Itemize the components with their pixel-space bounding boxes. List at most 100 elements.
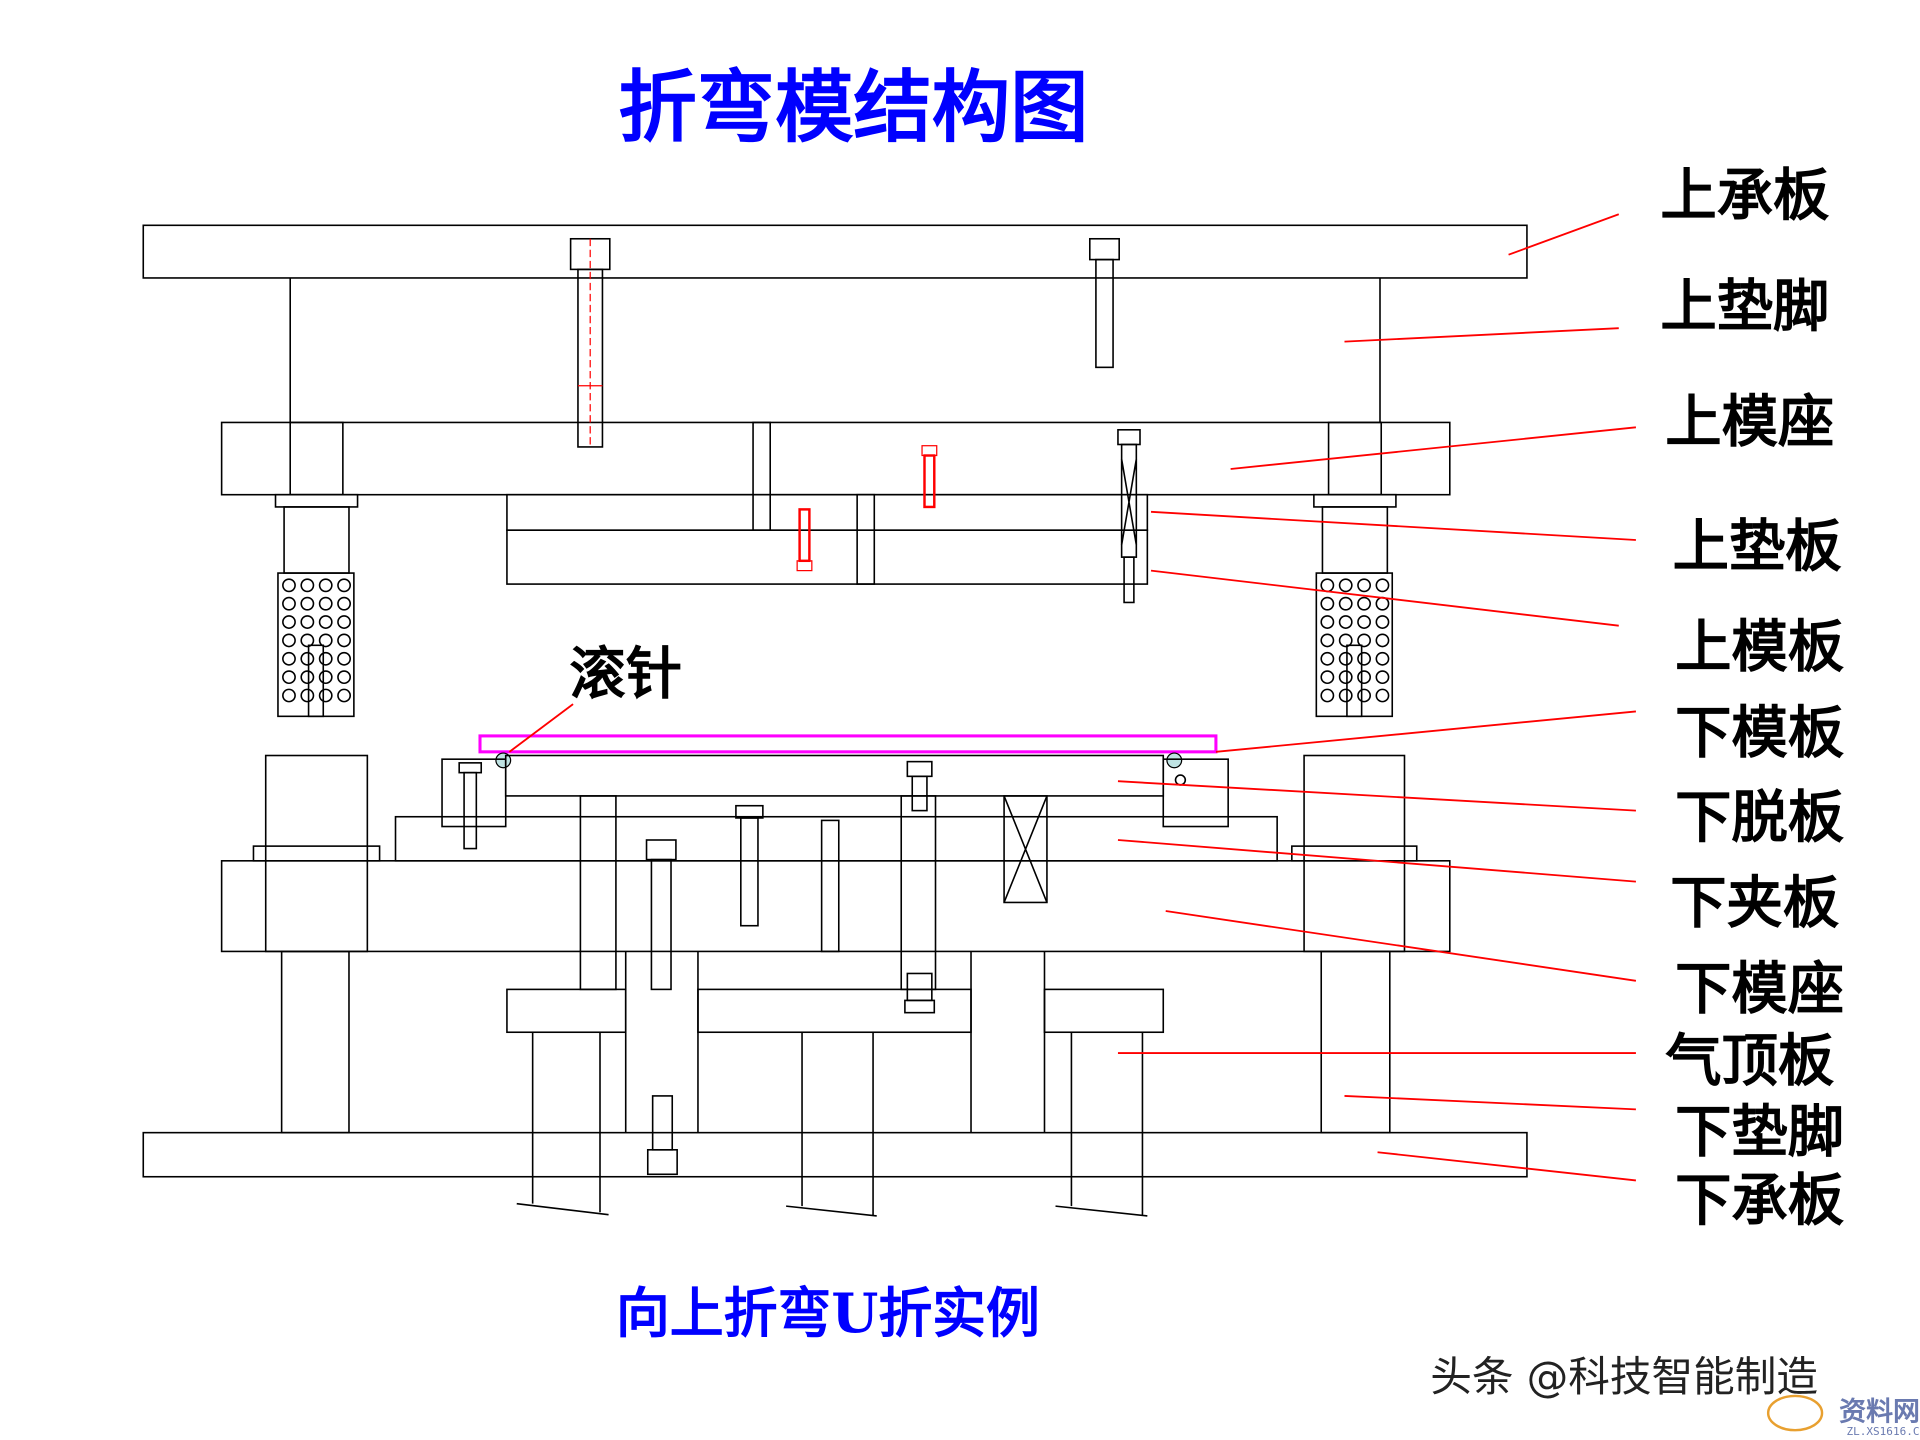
label-lower-clamp-plate: 下夹板 bbox=[1670, 870, 1840, 936]
lower-die bbox=[142, 734, 1528, 1217]
lower-bearing-plate bbox=[142, 1131, 1528, 1178]
cage-ball bbox=[1338, 596, 1353, 611]
cage-ball bbox=[282, 578, 296, 593]
cage-ball bbox=[300, 615, 315, 629]
diagram-caption: 向上折弯U折实例 bbox=[616, 1281, 1040, 1345]
label-upper-spacer: 上垫脚 bbox=[1660, 274, 1829, 340]
bolt-upper-right bbox=[1089, 237, 1120, 369]
upper-die-plate bbox=[506, 529, 1149, 585]
cage-ball bbox=[1320, 596, 1335, 611]
roller-block-right bbox=[1162, 758, 1229, 828]
cage-ball bbox=[337, 633, 351, 648]
spring-punch bbox=[1117, 429, 1141, 604]
lift-pin bbox=[579, 795, 617, 991]
cage-ball bbox=[1357, 615, 1371, 629]
gas-plate-right bbox=[1043, 988, 1165, 1034]
guide-post-left bbox=[274, 421, 359, 718]
upper-pad-plate bbox=[506, 493, 1149, 531]
cage-ball bbox=[300, 633, 315, 648]
cage-ball bbox=[282, 596, 296, 611]
roller-right bbox=[1166, 752, 1183, 769]
bolt-upper-long bbox=[569, 237, 611, 448]
bolt bbox=[906, 760, 933, 812]
cage-ball bbox=[337, 596, 351, 611]
lower-spacer-right bbox=[1320, 950, 1391, 1134]
roller-block-left bbox=[441, 758, 507, 828]
label-lower-stripper: 下脱板 bbox=[1675, 784, 1845, 850]
cage-ball bbox=[300, 596, 315, 611]
bolt bbox=[904, 972, 936, 1014]
cage-ball bbox=[318, 688, 333, 703]
gas-rods bbox=[516, 1032, 1148, 1217]
cage-ball bbox=[1338, 633, 1353, 648]
cage-ball bbox=[1375, 670, 1390, 685]
roller-left bbox=[495, 752, 512, 769]
pin bbox=[752, 421, 771, 531]
cage-ball bbox=[1338, 578, 1353, 593]
cage-ball bbox=[1357, 670, 1371, 685]
spring-block bbox=[1003, 795, 1048, 904]
cage-ball bbox=[318, 596, 333, 611]
upper-die bbox=[142, 224, 1528, 718]
cage-ball bbox=[318, 578, 333, 593]
label-lower-spacer: 下垫脚 bbox=[1675, 1099, 1844, 1165]
cage-ball bbox=[300, 670, 315, 685]
cage-ball bbox=[282, 615, 296, 629]
workpiece bbox=[478, 734, 1218, 754]
label-lower-die-plate: 下模板 bbox=[1675, 700, 1845, 766]
cage-ball bbox=[337, 670, 351, 685]
cage-ball bbox=[1357, 651, 1371, 666]
cage-ball bbox=[300, 578, 315, 593]
cage-ball bbox=[318, 670, 333, 685]
bolt bbox=[458, 762, 483, 850]
cage-ball bbox=[1338, 615, 1353, 629]
cage-ball bbox=[1375, 651, 1390, 666]
bolt bbox=[646, 1095, 678, 1176]
cage-ball bbox=[1375, 615, 1390, 629]
cage-ball bbox=[282, 633, 296, 648]
label-upper-bearing-plate: 上承板 bbox=[1660, 162, 1830, 228]
cage-ball bbox=[282, 670, 296, 685]
svg-text:资料网: 资料网 bbox=[1839, 1396, 1920, 1427]
cage-ball bbox=[1375, 578, 1390, 593]
cage-ball bbox=[300, 651, 315, 666]
cage-ball bbox=[1375, 596, 1390, 611]
label-lower-die-seat: 下模座 bbox=[1675, 956, 1844, 1022]
lower-spacer-left bbox=[280, 950, 350, 1134]
cage-ball bbox=[1320, 615, 1335, 629]
cage-ball bbox=[337, 651, 351, 666]
cage-ball bbox=[1320, 651, 1335, 666]
bolt bbox=[735, 804, 764, 927]
guide-post-right bbox=[1313, 421, 1397, 718]
diagram-title: 折弯模结构图 bbox=[618, 62, 1088, 154]
cage-ball bbox=[1320, 633, 1335, 648]
cage-ball bbox=[1375, 633, 1390, 648]
lower-clamp-plate bbox=[394, 815, 1278, 862]
cage-ball bbox=[1338, 651, 1353, 666]
cage-ball bbox=[337, 615, 351, 629]
gas-plate-middle bbox=[697, 988, 972, 1034]
cage-ball bbox=[1375, 688, 1390, 703]
label-upper-pad-plate: 上垫板 bbox=[1673, 514, 1843, 580]
cage-ball bbox=[318, 615, 333, 629]
cage-ball bbox=[1357, 596, 1371, 611]
lower-die-plate bbox=[504, 754, 1165, 797]
svg-text:ZL.XS1616.COM: ZL.XS1616.COM bbox=[1847, 1425, 1920, 1438]
upper-bearing-plate bbox=[142, 224, 1528, 279]
site-logo: 资料网 ZL.XS1616.COM bbox=[1766, 1394, 1920, 1438]
cage-ball bbox=[1320, 670, 1335, 685]
cage-ball bbox=[300, 688, 315, 703]
cage-ball bbox=[1320, 688, 1335, 703]
label-lower-bearing-plate: 下承板 bbox=[1675, 1168, 1845, 1234]
label-roller: 滚针 bbox=[569, 641, 682, 707]
label-upper-die-seat: 上模座 bbox=[1665, 389, 1834, 455]
guide-block-left bbox=[264, 754, 369, 953]
cage-ball bbox=[1338, 670, 1353, 685]
bolt-red-1 bbox=[921, 445, 938, 509]
lift-pin bbox=[900, 795, 937, 991]
label-gas-plate: 气顶板 bbox=[1665, 1028, 1835, 1094]
bolt bbox=[645, 839, 677, 991]
lower-die-seat bbox=[220, 860, 1451, 953]
